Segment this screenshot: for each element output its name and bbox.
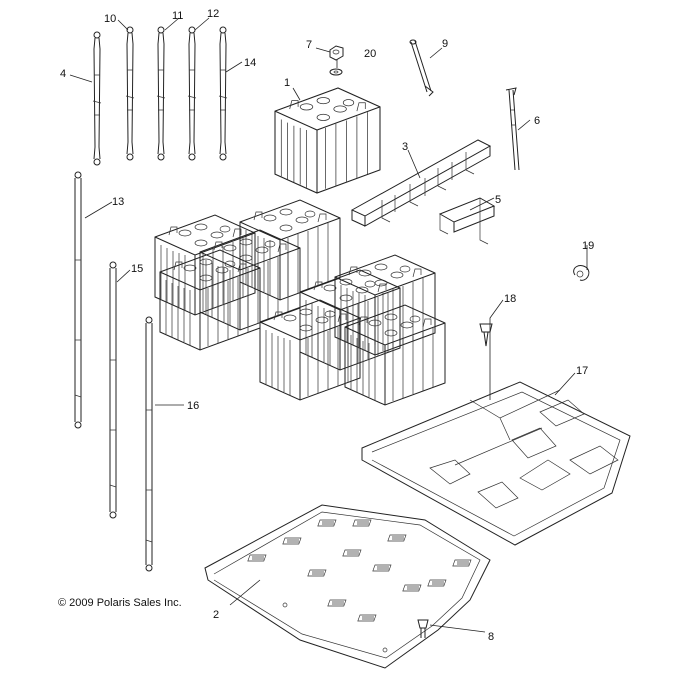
- battery-tray-17: [361, 381, 631, 546]
- callout-11: 11: [172, 10, 183, 22]
- callout-15: 15: [131, 263, 143, 275]
- callout-17: 17: [576, 365, 588, 377]
- battery-strap-long-15: [109, 261, 117, 519]
- callout-7: 7: [306, 39, 312, 51]
- callout-20: 20: [364, 48, 376, 60]
- callout-labels: 1 2 3 4 5 6 7 8 9 10 11 12 13 14 15 16 1…: [60, 8, 594, 643]
- bolt-8: [417, 619, 429, 638]
- callout-4: 4: [60, 68, 66, 80]
- callout-5: 5: [495, 194, 501, 206]
- hold-down-bracket-5: [438, 197, 496, 245]
- callout-10: 10: [104, 13, 116, 25]
- callout-9: 9: [442, 38, 448, 50]
- battery-strap-long-13: [74, 171, 82, 429]
- callout-18: 18: [504, 293, 516, 305]
- battery-strap-long-16: [145, 316, 153, 572]
- callout-6: 6: [534, 115, 540, 127]
- battery-strap-short-4: [92, 31, 102, 166]
- callout-8: 8: [488, 631, 494, 643]
- callout-1: 1: [284, 77, 290, 89]
- leader-lines: [69, 17, 588, 633]
- battery-strap-short-10: [125, 26, 135, 161]
- callout-12: 12: [207, 8, 219, 20]
- hold-down-rod-9: [409, 39, 434, 97]
- callout-16: 16: [187, 400, 199, 412]
- battery-single: [274, 87, 381, 194]
- callout-19: 19: [582, 240, 594, 252]
- battery-strap-short-12: [187, 26, 197, 161]
- callout-3: 3: [402, 141, 408, 153]
- clip-19: [573, 265, 590, 281]
- callout-2: 2: [213, 609, 219, 621]
- hold-down-rod-6: [505, 87, 520, 171]
- washer-20: [329, 68, 343, 76]
- copyright-text: © 2009 Polaris Sales Inc.: [58, 597, 182, 609]
- callout-14: 14: [244, 57, 256, 69]
- battery-bank: [154, 199, 446, 406]
- nut-7: [329, 45, 344, 61]
- skid-plate-2: [204, 504, 491, 669]
- battery-strap-short-11: [156, 26, 166, 161]
- callout-13: 13: [112, 196, 124, 208]
- hold-down-bracket-3: [350, 139, 492, 227]
- battery-strap-short-14: [218, 26, 228, 161]
